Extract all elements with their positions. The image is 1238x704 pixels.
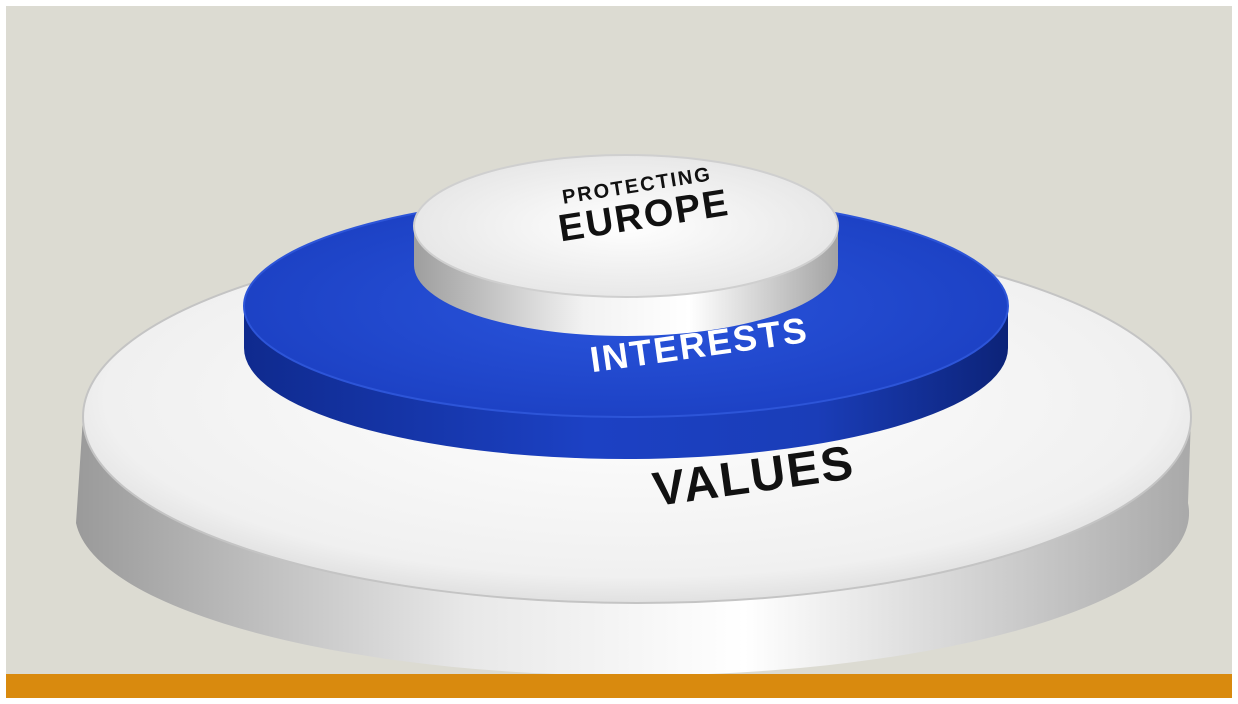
slide: PROTECTING EUROPE INTERESTS VALUES [6,6,1232,698]
layered-disc-diagram: PROTECTING EUROPE INTERESTS VALUES [76,154,1192,674]
inner-disc [413,154,839,336]
inner-disc-top [414,155,838,297]
accent-bar [6,674,1232,698]
